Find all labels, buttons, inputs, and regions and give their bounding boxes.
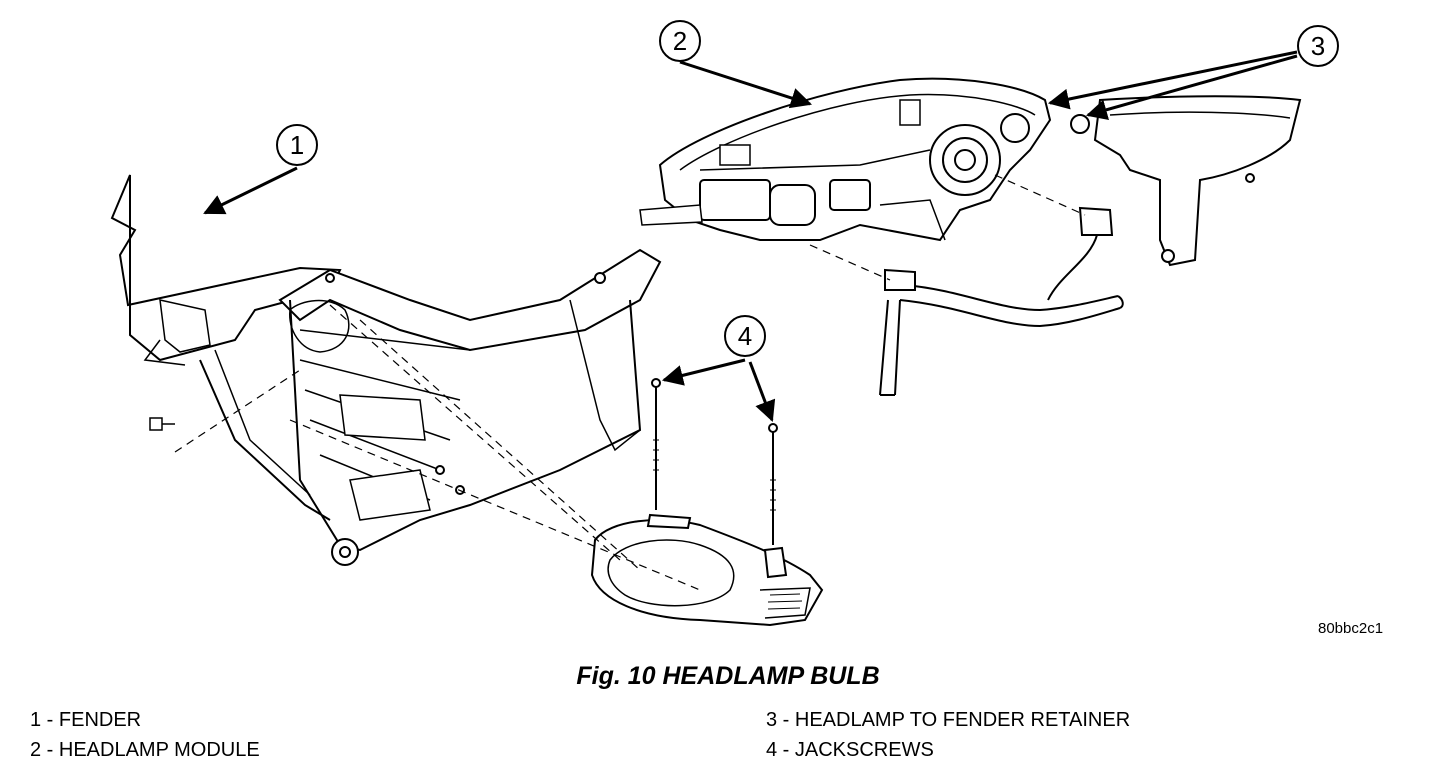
callout-2: 2 [659, 20, 812, 109]
fender-assembly [110, 174, 662, 566]
callout-3: 3 [1047, 25, 1339, 120]
reference-code: 80bbc2c1 [1318, 620, 1384, 637]
callout-1: 1 [203, 124, 318, 215]
legend-item-headlamp-module: 2 - HEADLAMP MODULE [30, 739, 260, 761]
fender-retainer [1070, 95, 1302, 267]
headlamp-module [639, 77, 1052, 242]
lamp-lens-assembly [590, 513, 824, 627]
jackscrews [651, 378, 778, 545]
retainer-clip [149, 417, 175, 431]
svg-text:2: 2 [673, 26, 687, 56]
wiring-harness [879, 206, 1124, 396]
headlamp-diagram: 1 2 3 4 [110, 20, 1339, 627]
legend-item-jackscrews: 4 - JACKSCREWS [766, 739, 934, 761]
svg-text:3: 3 [1311, 31, 1325, 61]
legend-item-fender: 1 - FENDER [30, 709, 142, 731]
callout-4: 4 [661, 315, 776, 422]
alignment-lines [174, 174, 1086, 591]
legend-item-retainer: 3 - HEADLAMP TO FENDER RETAINER [766, 709, 1131, 731]
svg-text:4: 4 [738, 321, 752, 351]
figure-title: Fig. 10 HEADLAMP BULB [576, 662, 880, 690]
svg-text:1: 1 [290, 130, 304, 160]
